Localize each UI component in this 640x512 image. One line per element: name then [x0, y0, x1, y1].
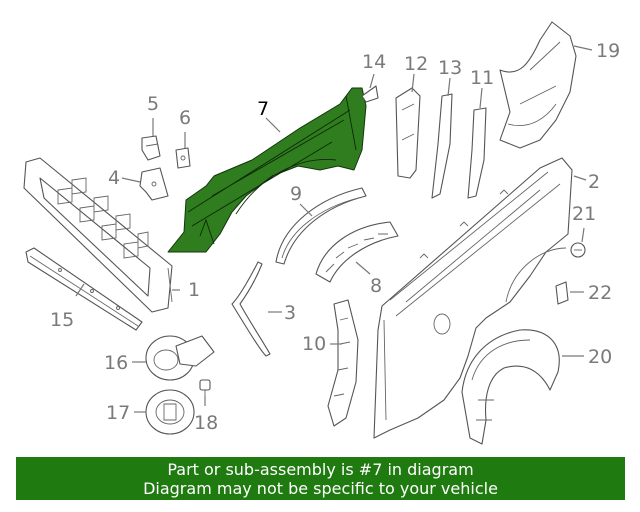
- part-16-fuel-door: [145, 335, 215, 381]
- banner-line-2: Diagram may not be specific to your vehi…: [143, 479, 498, 498]
- callout-1: 1: [188, 279, 200, 301]
- callout-12: 12: [404, 53, 428, 75]
- part-20-wheelhouse: [461, 329, 560, 445]
- part-7-inner-panel-highlighted: [167, 87, 367, 253]
- part-4-bracket: [139, 167, 169, 201]
- info-banner: Part or sub-assembly is #7 in diagram Di…: [16, 457, 625, 500]
- part-1-front-panel: [23, 157, 173, 313]
- callout-22: 22: [588, 282, 612, 304]
- part-17-fuel-housing: [145, 389, 195, 435]
- callouts: 1 2 3 4 5 6 7 8 9 10 11 12 13 14 15 16 1…: [50, 40, 620, 434]
- callout-5: 5: [147, 93, 159, 115]
- part-11-stanchion: [467, 107, 487, 199]
- callout-2: 2: [588, 171, 600, 193]
- part-22-clip: [555, 281, 569, 305]
- callout-15: 15: [50, 309, 74, 331]
- part-15-rail: [25, 247, 143, 331]
- leader-lines: [75, 45, 593, 413]
- part-3-seal: [231, 261, 271, 357]
- callout-14: 14: [362, 51, 386, 73]
- callout-8: 8: [370, 275, 382, 297]
- part-6-clip: [175, 147, 191, 169]
- part-10-pillar-bracket: [327, 299, 359, 427]
- callout-17: 17: [106, 402, 130, 424]
- callout-4: 4: [108, 167, 120, 189]
- callout-10: 10: [302, 333, 326, 355]
- callout-19: 19: [596, 40, 620, 62]
- part-12-stanchion: [395, 87, 421, 179]
- callout-11: 11: [470, 67, 494, 89]
- callout-18: 18: [194, 412, 218, 434]
- banner-line-1: Part or sub-assembly is #7 in diagram: [167, 460, 474, 479]
- callout-13: 13: [438, 57, 462, 79]
- part-9-arch-trim: [275, 187, 367, 265]
- part-2-outer-bed-side: [373, 157, 573, 439]
- callout-6: 6: [179, 107, 191, 129]
- callout-7: 7: [257, 98, 269, 120]
- part-21-push-pin: [570, 242, 586, 258]
- callout-21: 21: [572, 203, 596, 225]
- callout-16: 16: [104, 352, 128, 374]
- part-18-bolt: [199, 379, 211, 398]
- part-14-clip: [361, 85, 379, 103]
- callout-20: 20: [588, 346, 612, 368]
- part-13-stanchion: [431, 93, 453, 199]
- callout-3: 3: [284, 302, 296, 324]
- part-8-arch-piece: [315, 221, 399, 283]
- part-5-clip: [141, 135, 161, 161]
- callout-9: 9: [290, 183, 302, 205]
- part-19-corner-cap: [499, 21, 577, 149]
